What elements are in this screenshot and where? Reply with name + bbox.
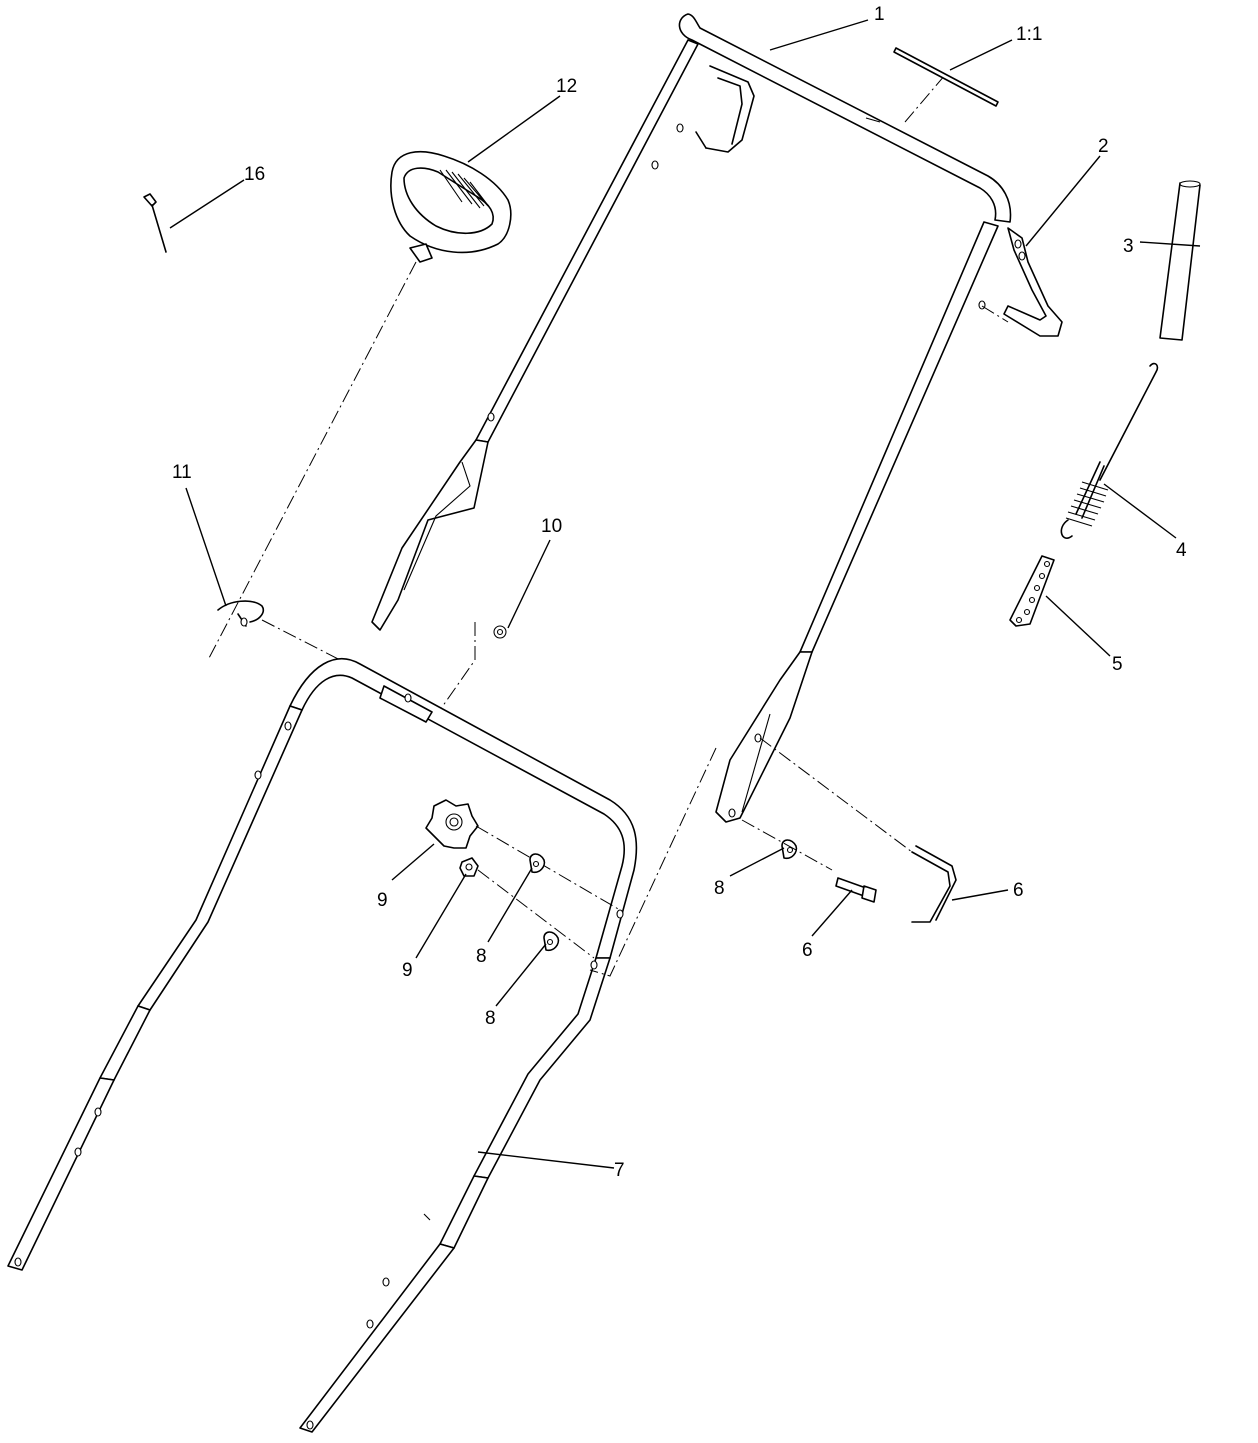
decal-part-1-1 (893, 47, 999, 107)
assembly-centerline (589, 747, 717, 977)
pin-part-16 (143, 193, 167, 253)
callout-1-1: 1:1 (1016, 24, 1042, 45)
callout-11: 11 (172, 462, 192, 483)
callout-5: 5 (1112, 654, 1123, 675)
knob-part-9 (425, 799, 621, 911)
callout-8-lower: 8 (485, 1008, 496, 1029)
adjuster-plate-part-5 (1009, 555, 1055, 627)
callout-7: 7 (614, 1160, 625, 1181)
washer-part-10 (439, 622, 507, 711)
spring-part-4 (1060, 362, 1159, 539)
callout-2: 2 (1098, 136, 1109, 157)
washer-part-8-c (741, 819, 833, 871)
bolt-part-6 (835, 877, 877, 903)
callout-6-bolt: 6 (802, 940, 813, 961)
callout-3: 3 (1123, 236, 1134, 257)
callout-labels: 1 1:1 2 3 4 5 6 6 7 8 8 8 9 9 10 11 12 1… (172, 4, 1187, 1181)
leader-lines (169, 19, 1201, 1169)
grip-tube-part-3 (1159, 180, 1201, 341)
handle-cover-part-12 (207, 150, 512, 661)
callout-10: 10 (541, 516, 562, 537)
washer-part-8-a (529, 853, 546, 874)
callout-6-pin: 6 (1013, 880, 1024, 901)
nut-part-9 (459, 857, 595, 959)
callout-16: 16 (244, 164, 265, 185)
pin-part-6 (759, 737, 957, 923)
callout-4: 4 (1176, 540, 1187, 561)
callout-9-knob: 9 (377, 890, 388, 911)
callout-9-nut: 9 (402, 960, 413, 981)
callout-1: 1 (874, 4, 885, 25)
callout-8-right: 8 (714, 878, 725, 899)
upper-handle-part-1 (371, 13, 1012, 823)
washer-part-8-b (543, 931, 560, 952)
lower-handle-part-7 (7, 657, 638, 1433)
callout-12: 12 (556, 76, 577, 97)
callout-8-upper: 8 (476, 946, 487, 967)
bail-part-2 (981, 227, 1063, 337)
